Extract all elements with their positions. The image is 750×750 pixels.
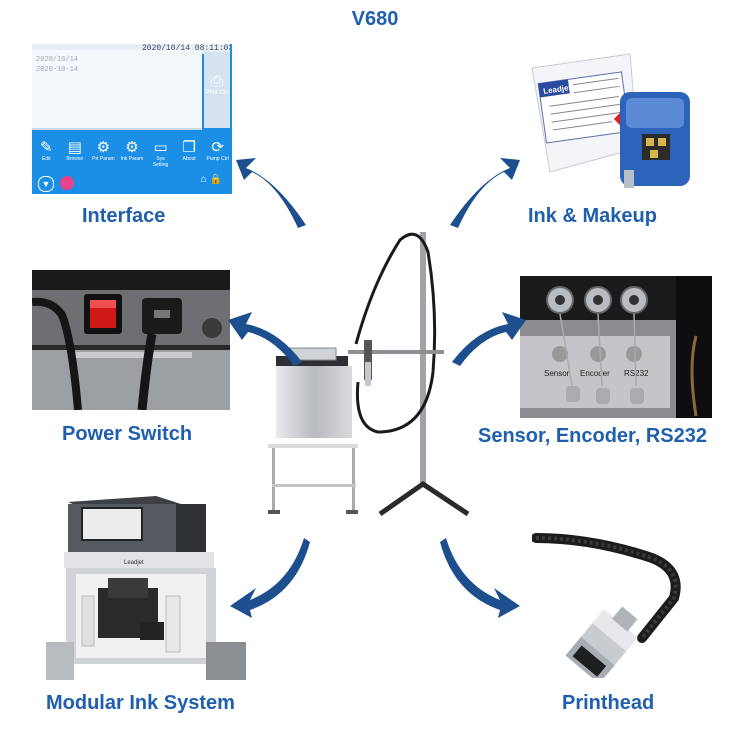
sensor-label: Sensor (544, 369, 570, 378)
caption-interface: Interface (82, 205, 166, 227)
ink-bottle-brand-text: Leadjet (543, 83, 572, 96)
arrow-to-interface (236, 158, 306, 228)
modular-brand-text: Leadjet (124, 560, 144, 566)
prt-param-icon: ⚙Prt Param (92, 139, 115, 163)
arrow-to-ink (450, 158, 520, 228)
browse-icon: ▤Browse (66, 139, 84, 163)
screen-line-2: 2020-10-14 (36, 66, 79, 74)
lock-icon: ⌂ 🔒 (200, 174, 222, 185)
screen-side-panel (204, 52, 230, 128)
rs232-label: RS232 (624, 369, 649, 378)
print-ctrl-button: ⎙ Print Ctrl (202, 73, 232, 97)
ink-makeup-photo: Leadjet (520, 48, 700, 198)
encoder-label: Encoder (580, 369, 610, 378)
screen-line-1: 2020/10/14 (36, 56, 79, 64)
interface-screen-photo: 2020/10/14 08:11:03 2020/10/14 2020-10-1… (32, 44, 232, 194)
page-title: V680 (351, 8, 399, 30)
edit-icon: ✎Edit (39, 139, 53, 163)
printer-icon: ⎙ (210, 73, 224, 90)
screen-bottom-row: ▼ ⌂ 🔒 (36, 172, 232, 192)
sys-setting-icon: ▭Sys Setting (152, 139, 169, 169)
caption-ink-makeup: Ink & Makeup (528, 205, 657, 227)
about-icon: ❐About (182, 139, 196, 163)
arrow-to-power (228, 312, 302, 366)
caption-sensor: Sensor, Encoder, RS232 (478, 425, 707, 447)
printhead-photo (532, 528, 692, 678)
inkjet-printer-photo (268, 222, 498, 520)
screen-editor-area: 2020/10/14 2020-10-14 (32, 50, 202, 130)
arrow-to-modular (230, 538, 310, 618)
power-switch-photo (32, 270, 230, 410)
arrow-to-printhead (440, 538, 520, 618)
down-icon: ▼ (38, 176, 54, 192)
modular-ink-photo: Leadjet (46, 492, 246, 680)
ink-param-icon: ⚙Ink Param (120, 139, 144, 163)
screen-header: 2020/10/14 08:11:03 (32, 44, 230, 54)
arrow-to-sensor (452, 312, 526, 366)
caption-power-switch: Power Switch (62, 423, 193, 445)
sensor-encoder-photo: Sensor Encoder RS232 (520, 276, 712, 418)
screen-icon-row: ✎Edit ▤Browse ⚙Prt Param ⚙Ink Param ▭Sys… (32, 139, 232, 169)
status-dot (60, 176, 74, 190)
caption-modular-ink: Modular Ink System (46, 692, 235, 714)
caption-printhead: Printhead (562, 692, 655, 714)
pump-ctrl-icon: ⟳Pump Ctrl (206, 139, 229, 163)
